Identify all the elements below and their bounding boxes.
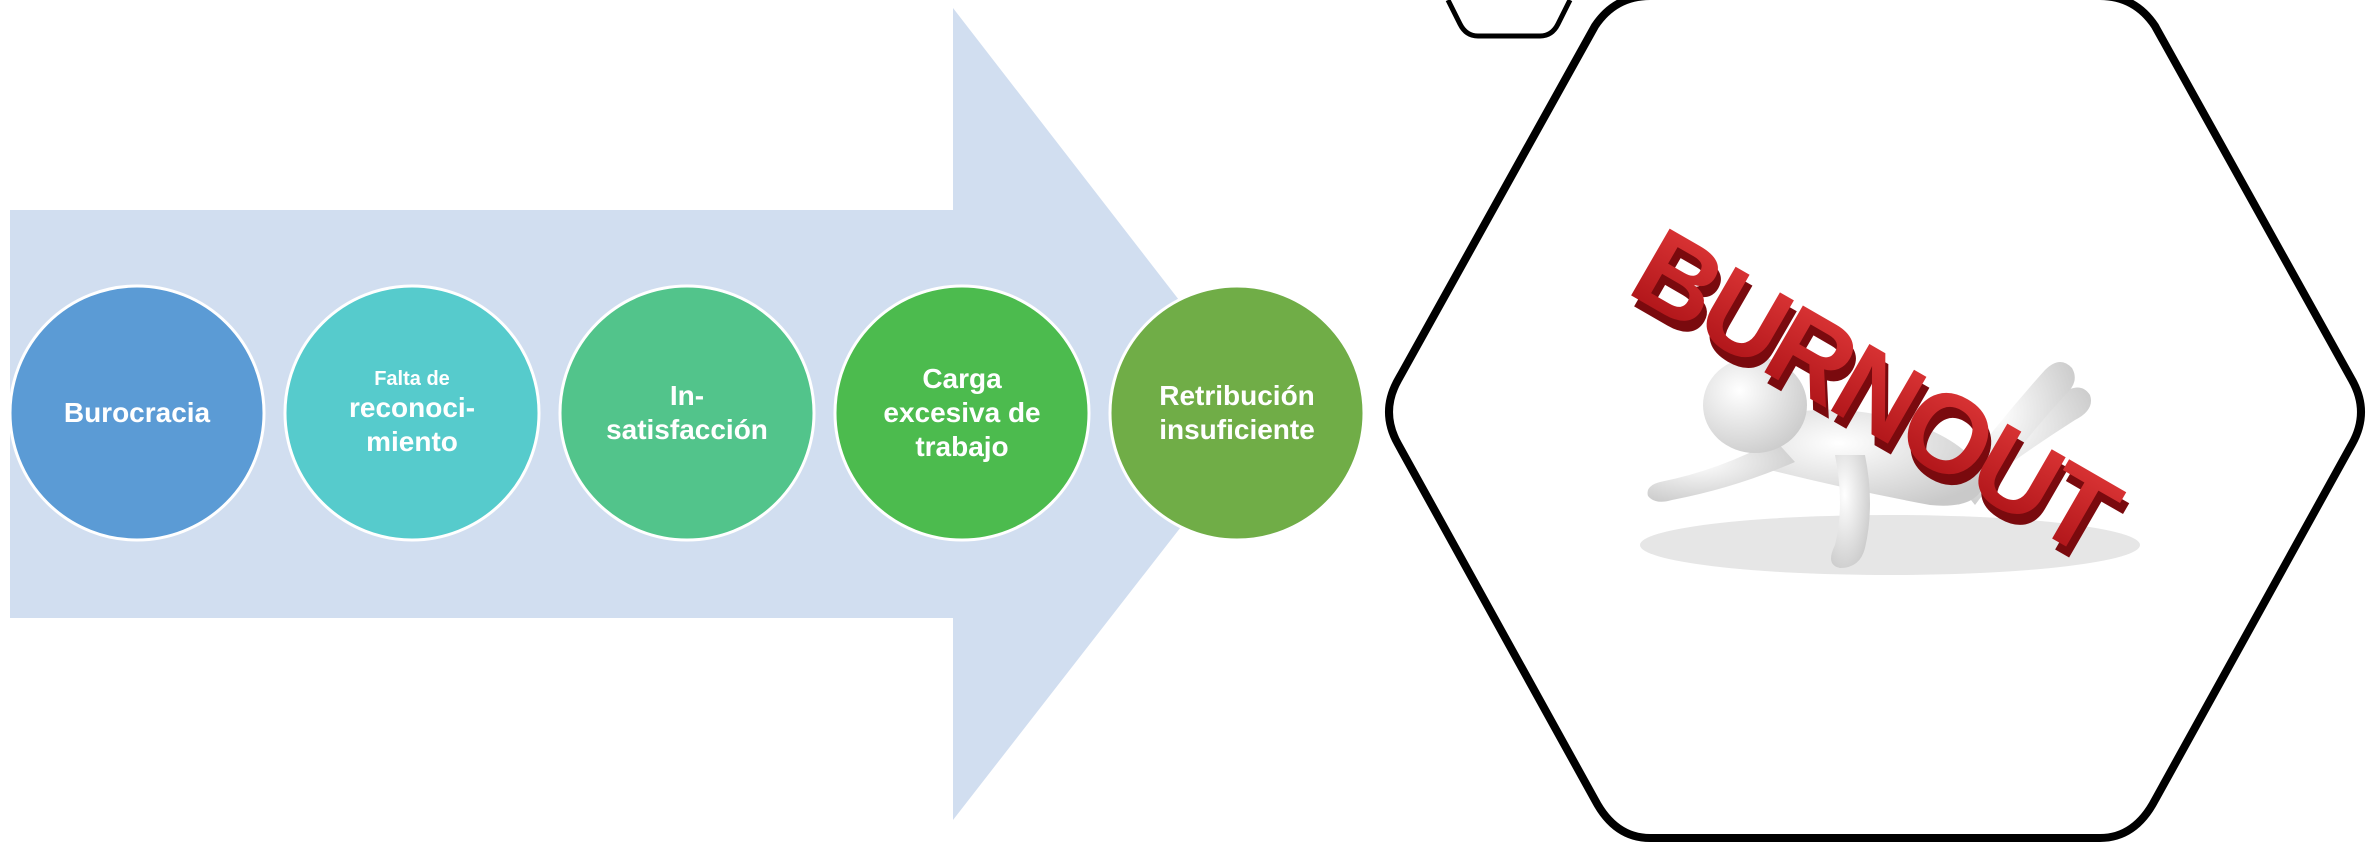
step-label-line: Burocracia	[63, 396, 211, 428]
step-label-line: reconoci-	[348, 392, 476, 424]
step-label-line: Carga	[922, 362, 1002, 394]
step-circles	[8, 284, 1366, 542]
step-circle-5	[1108, 284, 1366, 542]
burnout-illustration: BURNOUT BURNOUT	[1605, 204, 2145, 635]
step-label-line: satisfacción	[606, 414, 768, 445]
floor-shadow	[1640, 515, 2140, 575]
step-circle-3	[558, 284, 816, 542]
step-label-line: miento	[366, 426, 458, 458]
step-label-line: Falta de	[374, 367, 450, 390]
step-label-1: Burocracia	[28, 286, 246, 540]
step-label-3: In-satisfacción	[578, 286, 796, 540]
step-label-line: excesiva de	[883, 396, 1041, 428]
figure	[1647, 357, 2091, 568]
small-hexagon-shape	[1445, 0, 1573, 39]
step-label-line: In-	[669, 379, 705, 411]
step-circle-2	[283, 284, 541, 542]
figure-head	[1703, 357, 1807, 453]
step-label-line: insuficiente	[1159, 414, 1315, 445]
step-circle-1	[8, 284, 266, 542]
step-circle-4	[833, 284, 1091, 542]
step-label-line: trabajo	[915, 431, 1009, 463]
step-label-line: Retribución	[1159, 379, 1315, 411]
